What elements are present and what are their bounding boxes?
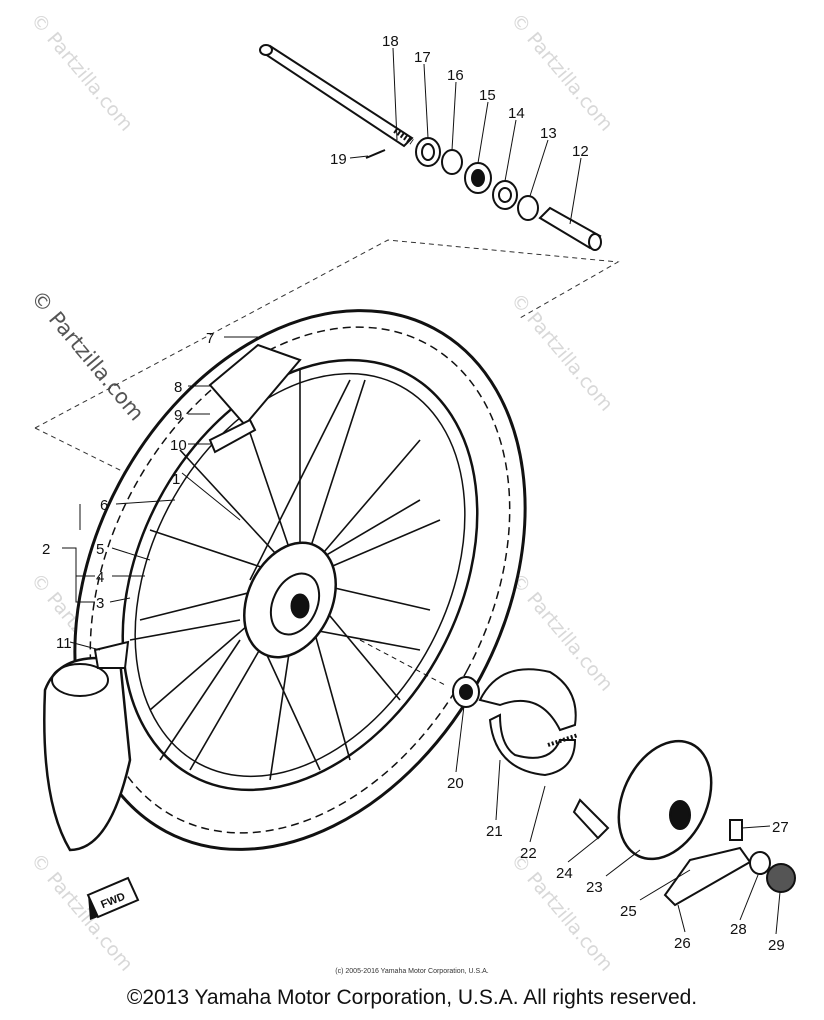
callout-10: 10 xyxy=(170,437,187,454)
callout-5: 5 xyxy=(96,541,104,558)
hub xyxy=(243,541,337,659)
cam-lever xyxy=(663,846,752,907)
assembly-outline xyxy=(34,239,620,476)
callout-15: 15 xyxy=(479,87,496,104)
watermark: © Partzilla.com xyxy=(26,9,137,135)
brake-assembly xyxy=(452,668,796,907)
callout-11: 11 xyxy=(56,635,72,652)
callout-8: 8 xyxy=(174,379,182,396)
axle xyxy=(260,44,414,148)
camshaft xyxy=(572,798,610,840)
callout-24: 24 xyxy=(556,865,573,882)
callout-14: 14 xyxy=(508,105,525,122)
callout-22: 22 xyxy=(520,845,537,862)
watermark: © Partzilla.com xyxy=(26,286,149,426)
callout-21: 21 xyxy=(486,823,503,840)
leader-lines xyxy=(62,47,781,935)
spring xyxy=(547,733,579,747)
callout-2: 2 xyxy=(42,541,50,558)
bolt xyxy=(729,819,743,841)
callout-13: 13 xyxy=(540,125,557,142)
washer xyxy=(749,851,771,875)
callout-18: 18 xyxy=(382,33,399,50)
copyright-small: (c) 2005-2016 Yamaha Motor Corporation, … xyxy=(335,968,489,975)
watermark: © Partzilla.com xyxy=(506,289,617,415)
tire-section xyxy=(43,656,132,852)
callout-28: 28 xyxy=(730,921,747,938)
rim xyxy=(121,358,479,792)
tube xyxy=(208,343,302,427)
callout-16: 16 xyxy=(447,67,464,84)
callout-23: 23 xyxy=(586,879,603,896)
callout-9: 9 xyxy=(174,407,182,424)
axle-assembly xyxy=(259,44,602,251)
spacer-flange xyxy=(517,195,539,221)
nut xyxy=(766,863,796,893)
callout-17: 17 xyxy=(414,49,431,66)
callout-1: 1 xyxy=(172,471,180,488)
copyright-main: ©2013 Yamaha Motor Corporation, U.S.A. A… xyxy=(126,986,698,1009)
valve-nut xyxy=(93,640,130,669)
wheel-assembly xyxy=(43,309,527,852)
callout-29: 29 xyxy=(768,937,785,954)
callout-20: 20 xyxy=(447,775,464,792)
brake-shoe xyxy=(478,668,577,732)
callout-27: 27 xyxy=(772,819,789,836)
callout-3: 3 xyxy=(96,595,104,612)
callout-19: 19 xyxy=(330,151,347,168)
brake-plate xyxy=(617,739,713,861)
callout-7: 7 xyxy=(206,330,214,347)
watermark: © Partzilla.com xyxy=(26,849,137,975)
rim-band xyxy=(208,418,257,454)
callout-26: 26 xyxy=(674,935,691,952)
brake-shoe xyxy=(488,713,577,777)
callout-6: 6 xyxy=(100,497,108,514)
callout-4: 4 xyxy=(96,569,104,586)
spacer xyxy=(441,149,463,175)
cotter-pin xyxy=(365,149,386,159)
callout-25: 25 xyxy=(620,903,637,920)
forward-arrow: FWD xyxy=(86,876,140,920)
callout-labels: 1 2 3 4 5 6 7 8 9 10 11 12 13 14 15 16 1… xyxy=(42,33,789,954)
callout-12: 12 xyxy=(572,143,589,160)
